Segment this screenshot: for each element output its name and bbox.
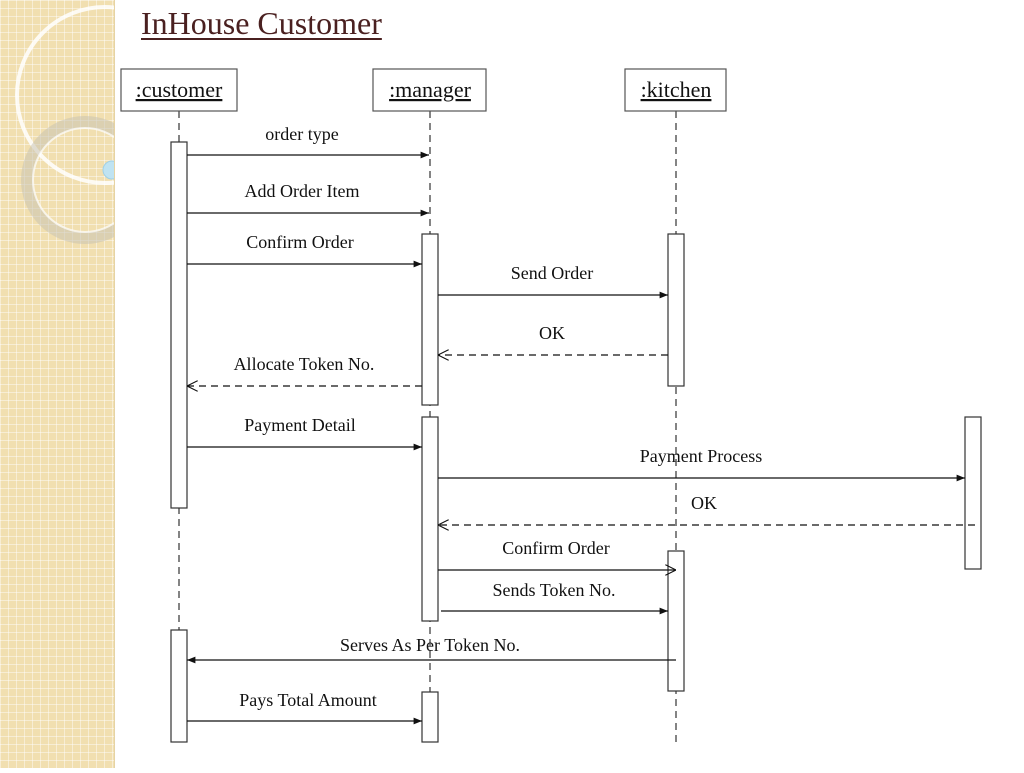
message-order-type: order type xyxy=(187,124,429,159)
message-allocate-token: Allocate Token No. xyxy=(187,354,422,386)
message-ok-payment: OK xyxy=(438,493,975,525)
lifeline-customer-label: :customer xyxy=(136,77,223,102)
lifeline-manager-label: :manager xyxy=(389,77,472,102)
activation-bar-manager-3 xyxy=(421,691,439,743)
message-label: Sends Token No. xyxy=(493,580,616,600)
lifeline-head-customer: :customer xyxy=(120,68,238,112)
activation-bar-manager-1 xyxy=(421,233,439,406)
message-label: Confirm Order xyxy=(246,232,353,252)
message-label: Serves As Per Token No. xyxy=(340,635,520,655)
message-confirm-order-kitchen: Confirm Order xyxy=(438,538,676,570)
message-label: Add Order Item xyxy=(245,181,360,201)
message-ok-kitchen: OK xyxy=(438,323,668,355)
activation-bar-kitchen-2 xyxy=(667,550,685,692)
activation-bar-payment xyxy=(964,416,982,570)
message-add-order-item: Add Order Item xyxy=(187,181,429,217)
activation-bar-customer-2 xyxy=(170,629,188,743)
message-label: Send Order xyxy=(511,263,593,283)
message-pays-total: Pays Total Amount xyxy=(187,690,422,725)
decorative-side-panel xyxy=(0,0,195,768)
message-payment-process: Payment Process xyxy=(438,446,965,482)
message-label: Confirm Order xyxy=(502,538,609,558)
lifeline-kitchen-label: :kitchen xyxy=(641,77,712,102)
message-label: OK xyxy=(539,323,565,343)
message-label: OK xyxy=(691,493,717,513)
message-label: order type xyxy=(265,124,338,144)
message-label: Payment Process xyxy=(640,446,762,466)
message-label: Pays Total Amount xyxy=(239,690,376,710)
message-confirm-order: Confirm Order xyxy=(187,232,422,268)
activation-bar-customer-1 xyxy=(170,141,188,509)
message-label: Payment Detail xyxy=(244,415,355,435)
message-payment-detail: Payment Detail xyxy=(187,415,422,451)
activation-bar-manager-2 xyxy=(421,416,439,622)
activation-bar-kitchen-1 xyxy=(667,233,685,387)
message-sends-token: Sends Token No. xyxy=(441,580,668,615)
lifeline-head-manager: :manager xyxy=(372,68,487,112)
slide-title: InHouse Customer xyxy=(141,5,382,41)
message-send-order: Send Order xyxy=(438,263,668,299)
message-serves-token: Serves As Per Token No. xyxy=(187,635,676,664)
lifeline-head-kitchen: :kitchen xyxy=(624,68,727,112)
message-label: Allocate Token No. xyxy=(234,354,375,374)
